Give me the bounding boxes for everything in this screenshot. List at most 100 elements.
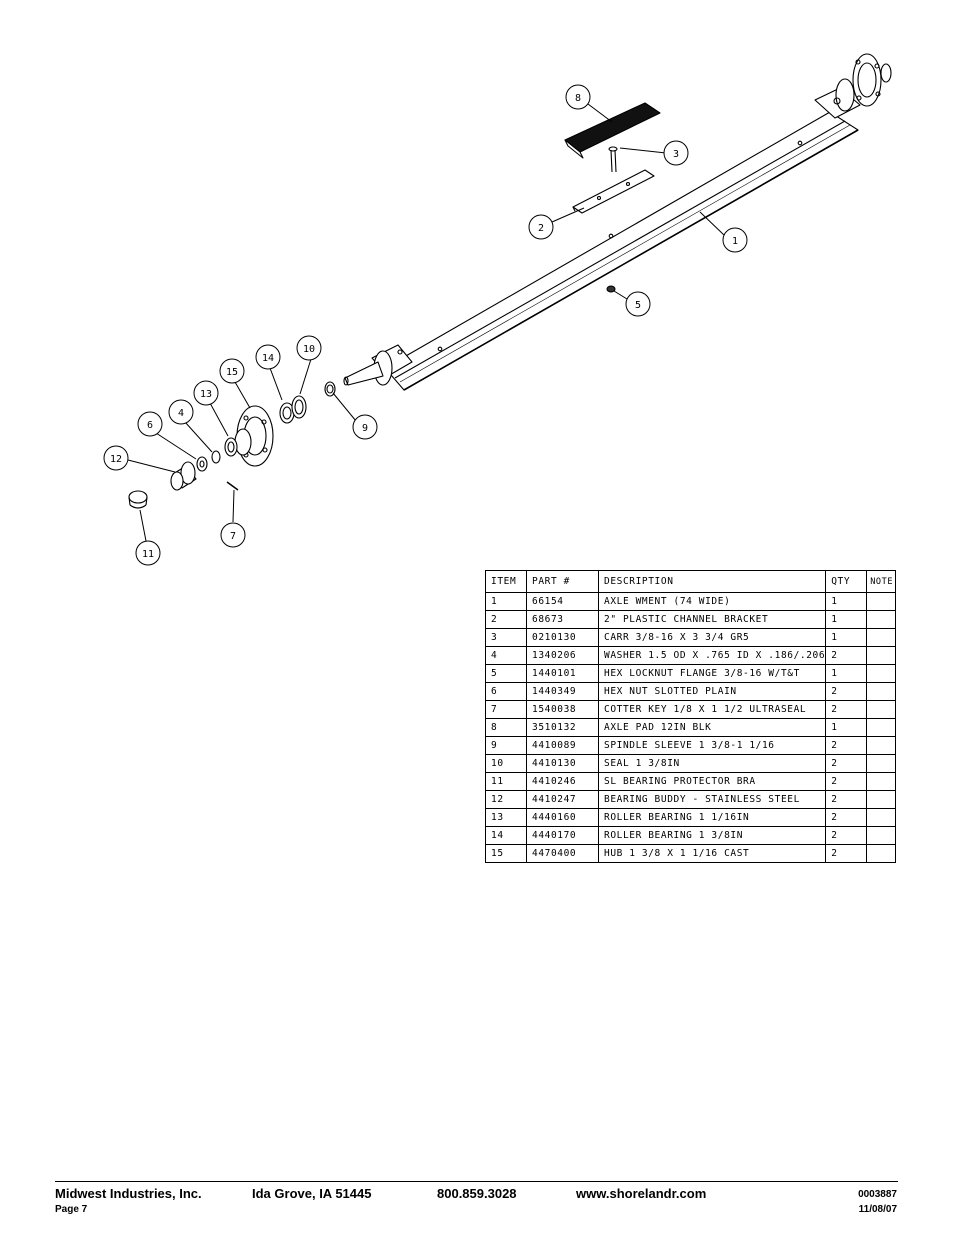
cell-description: ROLLER BEARING 1 3/8IN [597,826,827,845]
svg-text:15: 15 [226,367,238,378]
cell-description: HUB 1 3/8 X 1 1/16 CAST [597,844,827,863]
cell-item: 4 [485,646,527,665]
cell-item: 8 [485,718,527,737]
svg-text:11: 11 [142,549,154,560]
cell-item: 9 [485,736,527,755]
cell-qty: 2 [825,844,868,863]
cell-note [866,790,897,809]
callout-5: 5 [625,291,651,317]
footer-location: Ida Grove, IA 51445 [252,1186,372,1201]
callout-14: 14 [255,344,281,370]
footer-date: 11/08/07 [858,1204,897,1215]
cell-part: 66154 [526,592,599,611]
cell-qty: 2 [825,754,868,773]
cell-description: CARR 3/8-16 X 3 3/4 GR5 [597,628,827,647]
axle-tube [384,111,859,391]
cell-note [866,772,897,791]
table-header-row: ITEM PART # DESCRIPTION QTY NOTE [485,570,897,593]
cell-item: 6 [485,682,527,701]
cell-note [866,610,897,629]
svg-text:4: 4 [178,408,184,419]
svg-text:8: 8 [575,93,581,104]
cell-part: 4410246 [526,772,599,791]
svg-text:2: 2 [538,223,544,234]
cell-part: 4440160 [526,808,599,827]
callout-1: 1 [722,227,748,253]
cell-note [866,700,897,719]
footer-page: Page 7 [55,1204,88,1215]
footer-company: Midwest Industries, Inc. [55,1186,202,1201]
cell-qty: 2 [825,772,868,791]
cell-description: SL BEARING PROTECTOR BRA [597,772,827,791]
hub [234,405,274,467]
svg-text:1: 1 [732,236,738,247]
left-spindle [343,344,413,386]
bearing-protector [128,490,148,509]
locknut [606,285,616,293]
cell-part: 4410247 [526,790,599,809]
callout-13: 13 [193,380,219,406]
cell-item: 3 [485,628,527,647]
axle-exploded-diagram: 8 3 2 1 5 9 10 14 15 13 4 6 12 11 7 [103,53,892,566]
cell-part: 4470400 [526,844,599,863]
svg-text:6: 6 [147,420,153,431]
cell-description: WASHER 1.5 OD X .765 ID X .186/.206 [597,646,827,665]
carriage-bolt [608,146,618,173]
cell-description: AXLE WMENT (74 WIDE) [597,592,827,611]
cell-note [866,718,897,737]
cell-note [866,808,897,827]
cell-note [866,592,897,611]
cell-part: 1340206 [526,646,599,665]
cell-description: ROLLER BEARING 1 1/16IN [597,808,827,827]
cell-part: 3510132 [526,718,599,737]
footer-phone: 800.859.3028 [437,1186,517,1201]
svg-text:9: 9 [362,423,368,434]
cell-note [866,736,897,755]
callout-3: 3 [663,140,689,166]
cell-qty: 1 [825,664,868,683]
callout-4: 4 [168,399,194,425]
callout-9: 9 [352,414,378,440]
header-description: DESCRIPTION [597,570,827,593]
cell-description: 2" PLASTIC CHANNEL BRACKET [597,610,827,629]
cell-item: 11 [485,772,527,791]
callout-6: 6 [137,411,163,437]
cell-qty: 1 [825,718,868,737]
cell-description: AXLE PAD 12IN BLK [597,718,827,737]
callout-8: 8 [565,84,591,110]
cell-part: 0210130 [526,628,599,647]
header-item: ITEM [485,570,527,593]
cell-part: 4440170 [526,826,599,845]
cell-description: HEX LOCKNUT FLANGE 3/8-16 W/T&T [597,664,827,683]
cell-note [866,844,897,863]
cell-qty: 1 [825,628,868,647]
cell-note [866,826,897,845]
cell-item: 13 [485,808,527,827]
axle-pad [564,102,661,159]
cell-part: 4410130 [526,754,599,773]
cell-qty: 2 [825,826,868,845]
cell-item: 5 [485,664,527,683]
cell-note [866,682,897,701]
svg-text:5: 5 [635,300,641,311]
bearings-and-seals [196,381,336,472]
cell-qty: 1 [825,610,868,629]
footer-rule [55,1181,898,1182]
cell-description: SEAL 1 3/8IN [597,754,827,773]
footer-website[interactable]: www.shorelandr.com [576,1186,707,1201]
cell-description: COTTER KEY 1/8 X 1 1/2 ULTRASEAL [597,700,827,719]
header-note: NOTE [866,570,897,593]
cell-item: 1 [485,592,527,611]
callout-7: 7 [220,522,246,548]
